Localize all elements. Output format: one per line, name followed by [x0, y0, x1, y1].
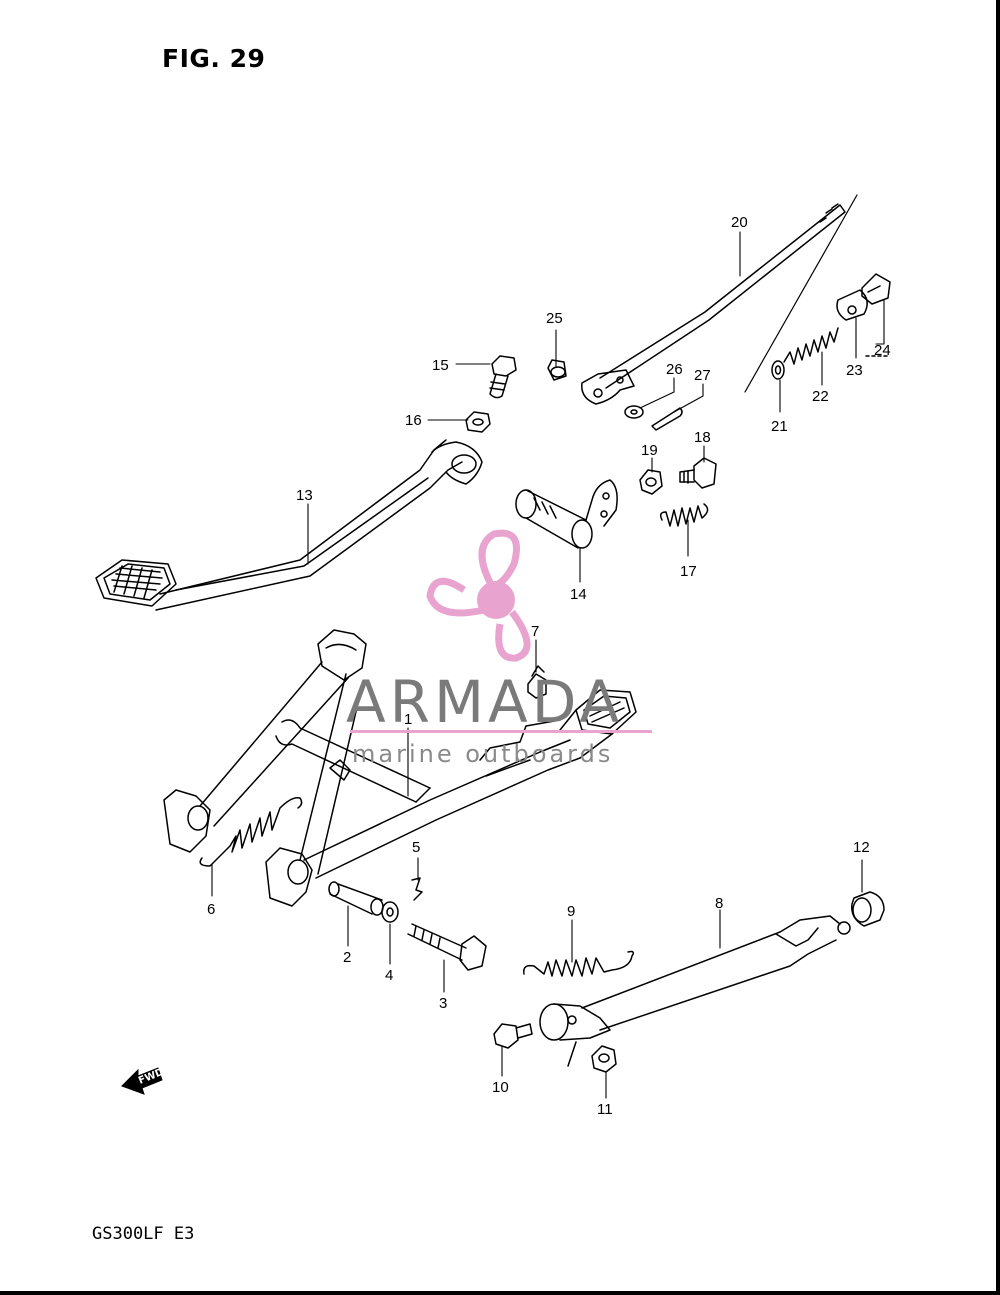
part-5-clip: [411, 877, 423, 901]
part-1-center-stand: [163, 629, 637, 907]
part-11-nut: [591, 1045, 617, 1073]
callout-21: 21: [771, 418, 788, 435]
part-7-bolt: [527, 665, 547, 699]
part-17-spring: [659, 503, 709, 527]
part-15-bolt: [489, 355, 517, 399]
callout-7: 7: [531, 623, 539, 640]
callout-2: 2: [343, 949, 351, 966]
model-code: GS300LF E3: [92, 1224, 195, 1244]
part-21-washer: [771, 360, 785, 380]
callout-22: 22: [812, 388, 829, 405]
callout-14: 14: [570, 586, 587, 603]
callout-16: 16: [405, 412, 422, 429]
watermark-brand: ARMADA: [346, 668, 623, 736]
callout-25: 25: [546, 310, 563, 327]
callout-24: 24: [874, 342, 891, 359]
callout-5: 5: [412, 839, 420, 856]
callout-9: 9: [567, 903, 575, 920]
part-6-spring: [199, 796, 303, 867]
part-27-cotter-pin: [651, 407, 683, 431]
callout-1: 1: [404, 711, 412, 728]
part-16-nut: [465, 411, 491, 433]
part-24-nut: [861, 273, 891, 305]
part-14-pivot-shaft: [515, 479, 618, 549]
part-4-washer: [381, 901, 399, 923]
part-12-rubber: [851, 891, 885, 927]
part-13-brake-pedal: [95, 439, 483, 611]
callout-18: 18: [694, 429, 711, 446]
callout-6: 6: [207, 901, 215, 918]
callout-26: 26: [666, 361, 683, 378]
part-18-bolt: [679, 457, 717, 489]
callout-10: 10: [492, 1079, 509, 1096]
callout-12: 12: [853, 839, 870, 856]
part-3-bolt: [407, 923, 487, 971]
callout-20: 20: [731, 214, 748, 231]
part-26-washer: [624, 405, 644, 419]
part-10-bolt: [493, 1023, 533, 1049]
callout-4: 4: [385, 967, 393, 984]
figure-title: FIG. 29: [162, 44, 266, 73]
callout-3: 3: [439, 995, 447, 1012]
part-9-spring: [522, 950, 635, 977]
callout-19: 19: [641, 442, 658, 459]
callout-27: 27: [694, 367, 711, 384]
part-22-spring: [783, 327, 839, 365]
callout-13: 13: [296, 487, 313, 504]
part-23-joint: [836, 289, 868, 321]
part-25-pin: [547, 359, 567, 381]
fwd-arrow-icon: FWD: [121, 1067, 165, 1095]
watermark-tagline: marine outboards: [352, 740, 613, 768]
part-2-collar: [328, 881, 384, 916]
callout-8: 8: [715, 895, 723, 912]
callout-11: 11: [597, 1101, 613, 1118]
callout-17: 17: [680, 563, 697, 580]
callout-23: 23: [846, 362, 863, 379]
watermark-divider: [350, 730, 652, 733]
callout-15: 15: [432, 357, 449, 374]
part-8-side-stand: [539, 915, 851, 1067]
callout-labels: 1 2 3 4 5 6 7 8 9 10 11 12 13 14 15 16 1…: [207, 214, 891, 1118]
part-19-nut: [639, 469, 663, 495]
part-20-brake-rod: [581, 194, 858, 405]
armada-propeller-logo-icon: [426, 529, 531, 662]
